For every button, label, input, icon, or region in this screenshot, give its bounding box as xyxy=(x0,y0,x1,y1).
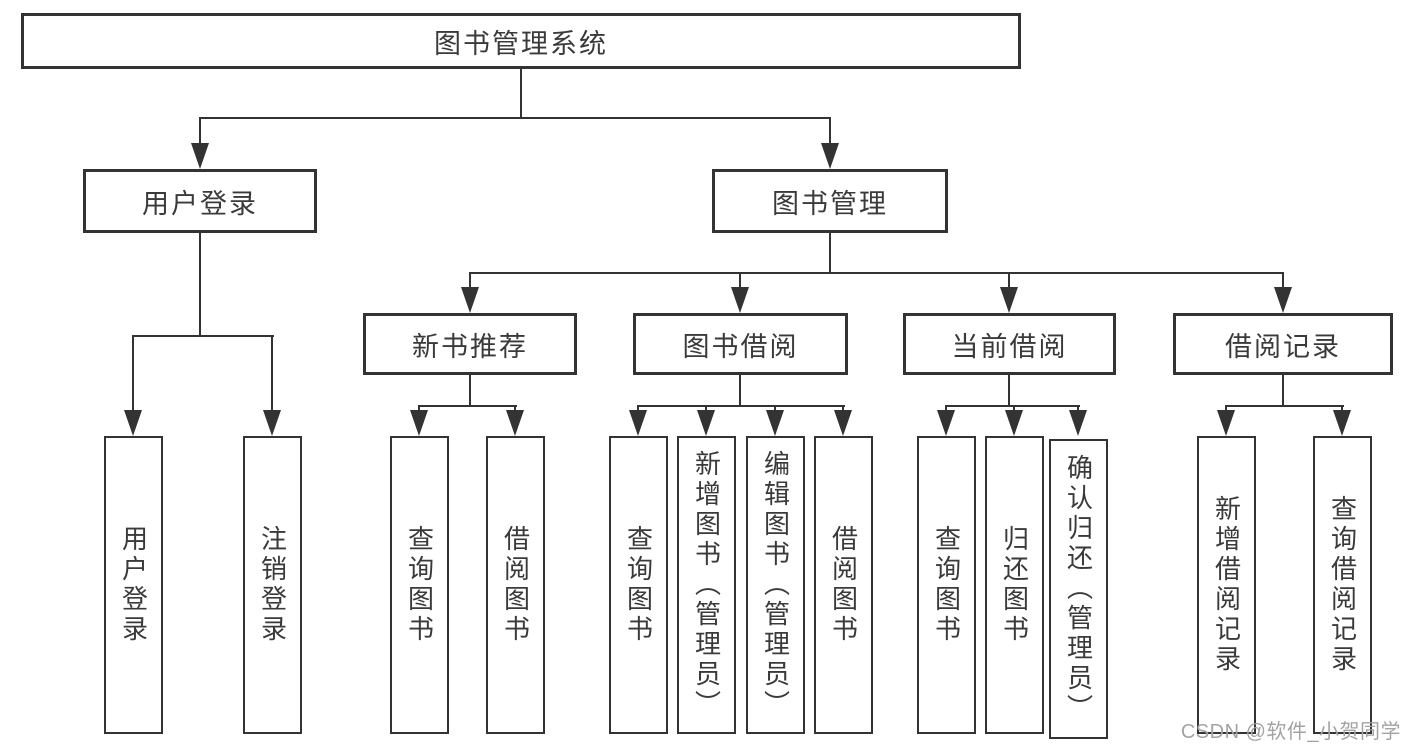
node-new-book-label: 新书推荐 xyxy=(412,331,528,362)
leaf-nb-borrow-books: 借阅图书 xyxy=(486,436,545,734)
node-current-borrow-label: 当前借阅 xyxy=(951,331,1068,362)
leaf-br-add-record: 新增借阅记录 xyxy=(1197,436,1256,734)
connector-borrow-record-rail xyxy=(1225,405,1344,407)
connector-logout-leaf-drop xyxy=(271,335,273,412)
node-user-login-label: 用户登录 xyxy=(142,188,258,219)
arrowhead-new-book-icon xyxy=(461,287,479,313)
leaf-bb-edit-books-admin: 编辑图书（管理员） xyxy=(746,436,805,734)
connector-current-borrow-stem xyxy=(1008,375,1010,406)
connector-user-login-drop xyxy=(199,117,201,145)
arrowhead-current-borrow-icon xyxy=(1000,287,1018,313)
arrowhead-cb-query-icon xyxy=(937,410,955,436)
node-book-borrow: 图书借阅 xyxy=(633,313,848,375)
arrowhead-nb-borrow-icon xyxy=(506,410,524,436)
connector-book-borrow-drop xyxy=(739,272,741,289)
leaf-bb-query-books: 查询图书 xyxy=(609,436,668,734)
leaf-bb-edit-books-admin-label: 编辑图书（管理员） xyxy=(760,450,791,720)
arrowhead-cb-confirm-icon xyxy=(1069,410,1087,436)
leaf-cb-confirm-return-admin-label: 确认归还（管理员） xyxy=(1063,454,1094,724)
arrowhead-book-borrow-icon xyxy=(731,287,749,313)
node-book-borrow-label: 图书借阅 xyxy=(682,331,799,362)
node-book-mgmt-label: 图书管理 xyxy=(772,188,888,219)
connector-cb-confirm-drop xyxy=(1077,405,1079,412)
arrowhead-logout-leaf-icon xyxy=(263,410,281,436)
connector-bb-edit-drop xyxy=(774,405,776,412)
node-current-borrow: 当前借阅 xyxy=(903,313,1116,375)
arrowhead-br-add-icon xyxy=(1217,410,1235,436)
connector-nb-query-drop xyxy=(418,405,420,412)
connector-login-leaf-drop xyxy=(132,335,134,412)
connector-new-book-stem xyxy=(469,375,471,406)
node-library-system: 图书管理系统 xyxy=(21,13,1021,69)
leaf-cb-query-books-label: 查询图书 xyxy=(931,525,962,645)
connector-new-book-rail xyxy=(418,405,517,407)
arrowhead-cb-return-icon xyxy=(1005,410,1023,436)
node-book-mgmt: 图书管理 xyxy=(712,169,948,233)
leaf-user-login: 用户登录 xyxy=(104,436,163,734)
arrowhead-nb-query-icon xyxy=(410,410,428,436)
arrowhead-bb-borrow-icon xyxy=(834,410,852,436)
leaf-cb-return-books: 归还图书 xyxy=(985,436,1044,734)
connector-cb-query-drop xyxy=(945,405,947,412)
leaf-nb-query-books-label: 查询图书 xyxy=(404,525,435,645)
leaf-cb-confirm-return-admin: 确认归还（管理员） xyxy=(1049,439,1108,739)
node-library-system-label: 图书管理系统 xyxy=(434,28,608,59)
connector-bb-add-drop xyxy=(705,405,707,412)
connector-cb-return-drop xyxy=(1013,405,1015,412)
connector-book-borrow-stem xyxy=(739,375,741,406)
csdn-watermark: CSDN @软件_小贺同学 xyxy=(1180,721,1401,743)
node-user-login: 用户登录 xyxy=(83,169,317,233)
leaf-br-query-record-label: 查询借阅记录 xyxy=(1327,495,1358,675)
arrowhead-bb-query-icon xyxy=(629,410,647,436)
arrowhead-book-mgmt-icon xyxy=(821,143,839,169)
node-borrow-record: 借阅记录 xyxy=(1173,313,1393,375)
node-new-book: 新书推荐 xyxy=(363,313,577,375)
arrowhead-bb-add-icon xyxy=(697,410,715,436)
leaf-nb-borrow-books-label: 借阅图书 xyxy=(500,525,531,645)
connector-level2-rail xyxy=(199,117,831,119)
connector-borrow-record-stem xyxy=(1282,375,1284,406)
connector-book-mgmt-stem xyxy=(829,233,831,273)
leaf-user-login-label: 用户登录 xyxy=(118,525,149,645)
leaf-bb-query-books-label: 查询图书 xyxy=(623,525,654,645)
connector-root-stem xyxy=(520,69,522,118)
connector-book-borrow-rail xyxy=(637,405,845,407)
connector-current-borrow-drop xyxy=(1008,272,1010,289)
connector-bb-borrow-drop xyxy=(842,405,844,412)
leaf-bb-borrow-books-label: 借阅图书 xyxy=(828,525,859,645)
connector-br-add-drop xyxy=(1225,405,1227,412)
leaf-logout: 注销登录 xyxy=(243,436,302,734)
leaf-cb-query-books: 查询图书 xyxy=(917,436,976,734)
arrowhead-user-login-icon xyxy=(191,143,209,169)
leaf-br-query-record: 查询借阅记录 xyxy=(1313,436,1372,734)
connector-borrow-record-drop xyxy=(1282,272,1284,289)
connector-level3-rail xyxy=(469,272,1284,274)
connector-br-query-drop xyxy=(1341,405,1343,412)
connector-bb-query-drop xyxy=(637,405,639,412)
connector-book-mgmt-drop xyxy=(829,117,831,145)
arrowhead-bb-edit-icon xyxy=(766,410,784,436)
connector-nb-borrow-drop xyxy=(514,405,516,412)
leaf-cb-return-books-label: 归还图书 xyxy=(999,525,1030,645)
leaf-bb-borrow-books: 借阅图书 xyxy=(814,436,873,734)
connector-new-book-drop xyxy=(469,272,471,289)
connector-user-login-stem xyxy=(199,233,201,336)
connector-current-borrow-rail xyxy=(945,405,1080,407)
arrowhead-login-leaf-icon xyxy=(124,410,142,436)
leaf-bb-add-books-admin: 新增图书（管理员） xyxy=(677,436,736,734)
arrowhead-borrow-record-icon xyxy=(1274,287,1292,313)
leaf-bb-add-books-admin-label: 新增图书（管理员） xyxy=(691,450,722,720)
leaf-logout-label: 注销登录 xyxy=(257,525,288,645)
leaf-br-add-record-label: 新增借阅记录 xyxy=(1211,495,1242,675)
node-borrow-record-label: 借阅记录 xyxy=(1225,331,1341,362)
connector-user-login-rail xyxy=(132,335,274,337)
leaf-nb-query-books: 查询图书 xyxy=(390,436,449,734)
arrowhead-br-query-icon xyxy=(1333,410,1351,436)
